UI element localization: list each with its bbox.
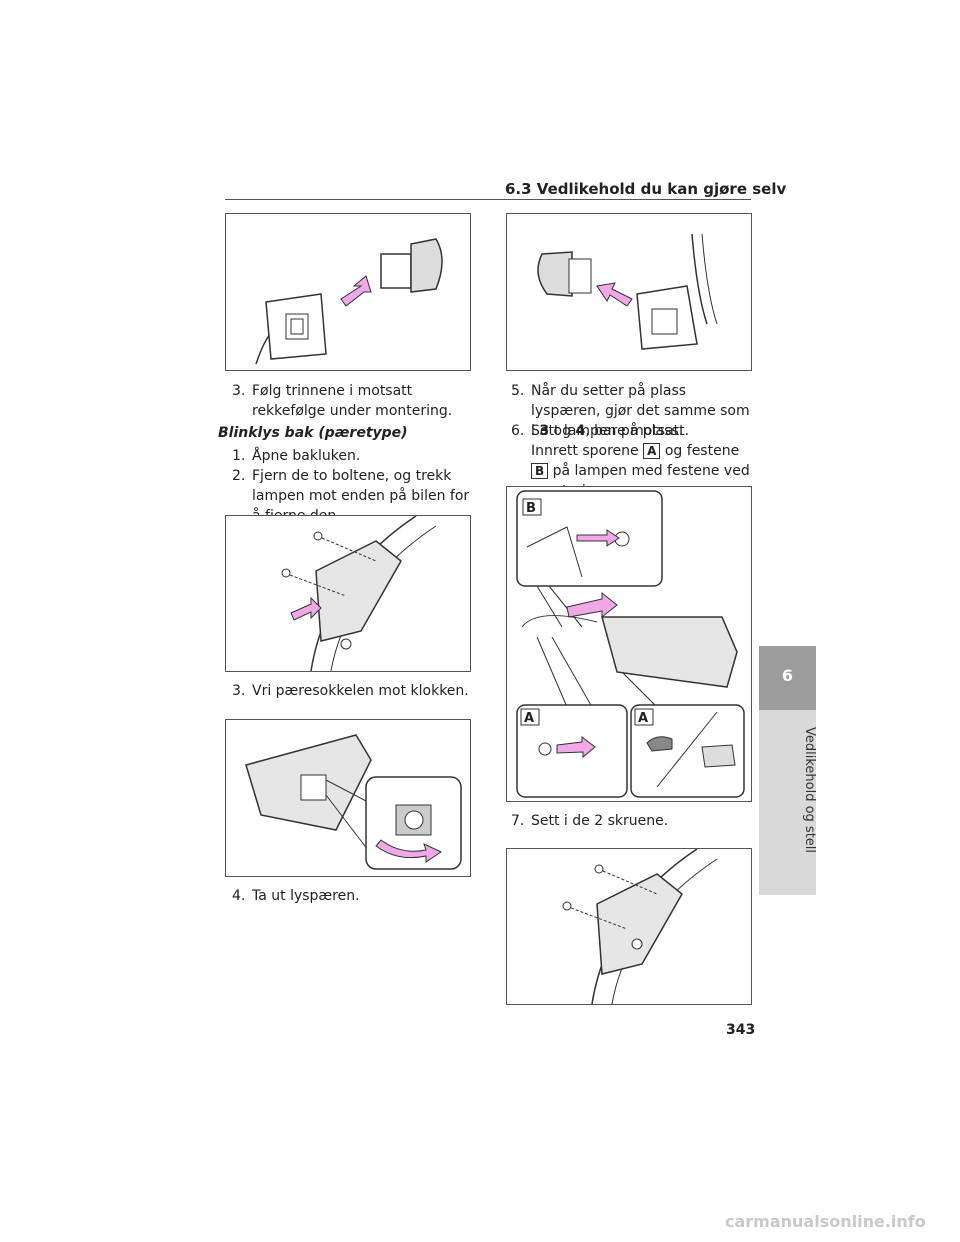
fig-label-b: B [526, 501, 536, 516]
step-1-open-tailgate: 1. Åpne bakluken. [232, 448, 361, 464]
label-a-box: A [643, 443, 661, 459]
chapter-tab [759, 646, 816, 710]
chapter-title: Vedlikehold og stell [802, 726, 817, 854]
chapter-number: 6 [781, 666, 794, 685]
figure-lamp-align: B A A [506, 486, 752, 802]
step-6-install-lamp: 6. Sett lampen på plass. [511, 423, 684, 439]
figure-bulb-remove [225, 213, 471, 371]
section-header: 6.3 Vedlikehold du kan gjøre selv [505, 180, 787, 198]
chapter-strip [759, 710, 816, 895]
figure-bulb-install [506, 213, 752, 371]
step-3-twist-socket: 3. Vri pæresokkelen mot klokken. [232, 683, 469, 699]
figure-socket-twist [225, 719, 471, 877]
page-number: 343 [726, 1022, 756, 1038]
header-rule [225, 199, 751, 200]
step-7-install-screws: 7. Sett i de 2 skruene. [511, 813, 669, 829]
step-5-reinstall-bulb: 5. Når du setter på plass lyspæren, gjør… [511, 383, 750, 439]
figure-screws-install [506, 848, 752, 1005]
step-2-remove-bolts: 2. Fjern de to boltene, og trekk lampen … [232, 468, 470, 524]
step-3-reassemble: 3. Følg trinnene i motsatt rekkefølge un… [232, 383, 453, 419]
fig-label-a1: A [524, 711, 534, 726]
watermark: carmanualsonline.info [725, 1212, 926, 1231]
figure-lamp-remove [225, 515, 471, 672]
fig-label-a2: A [638, 711, 648, 726]
subheading-rear-indicator: Blinklys bak (pæretype) [218, 425, 408, 441]
step-4-remove-bulb: 4. Ta ut lyspæren. [232, 888, 360, 904]
label-b-box: B [531, 463, 549, 479]
